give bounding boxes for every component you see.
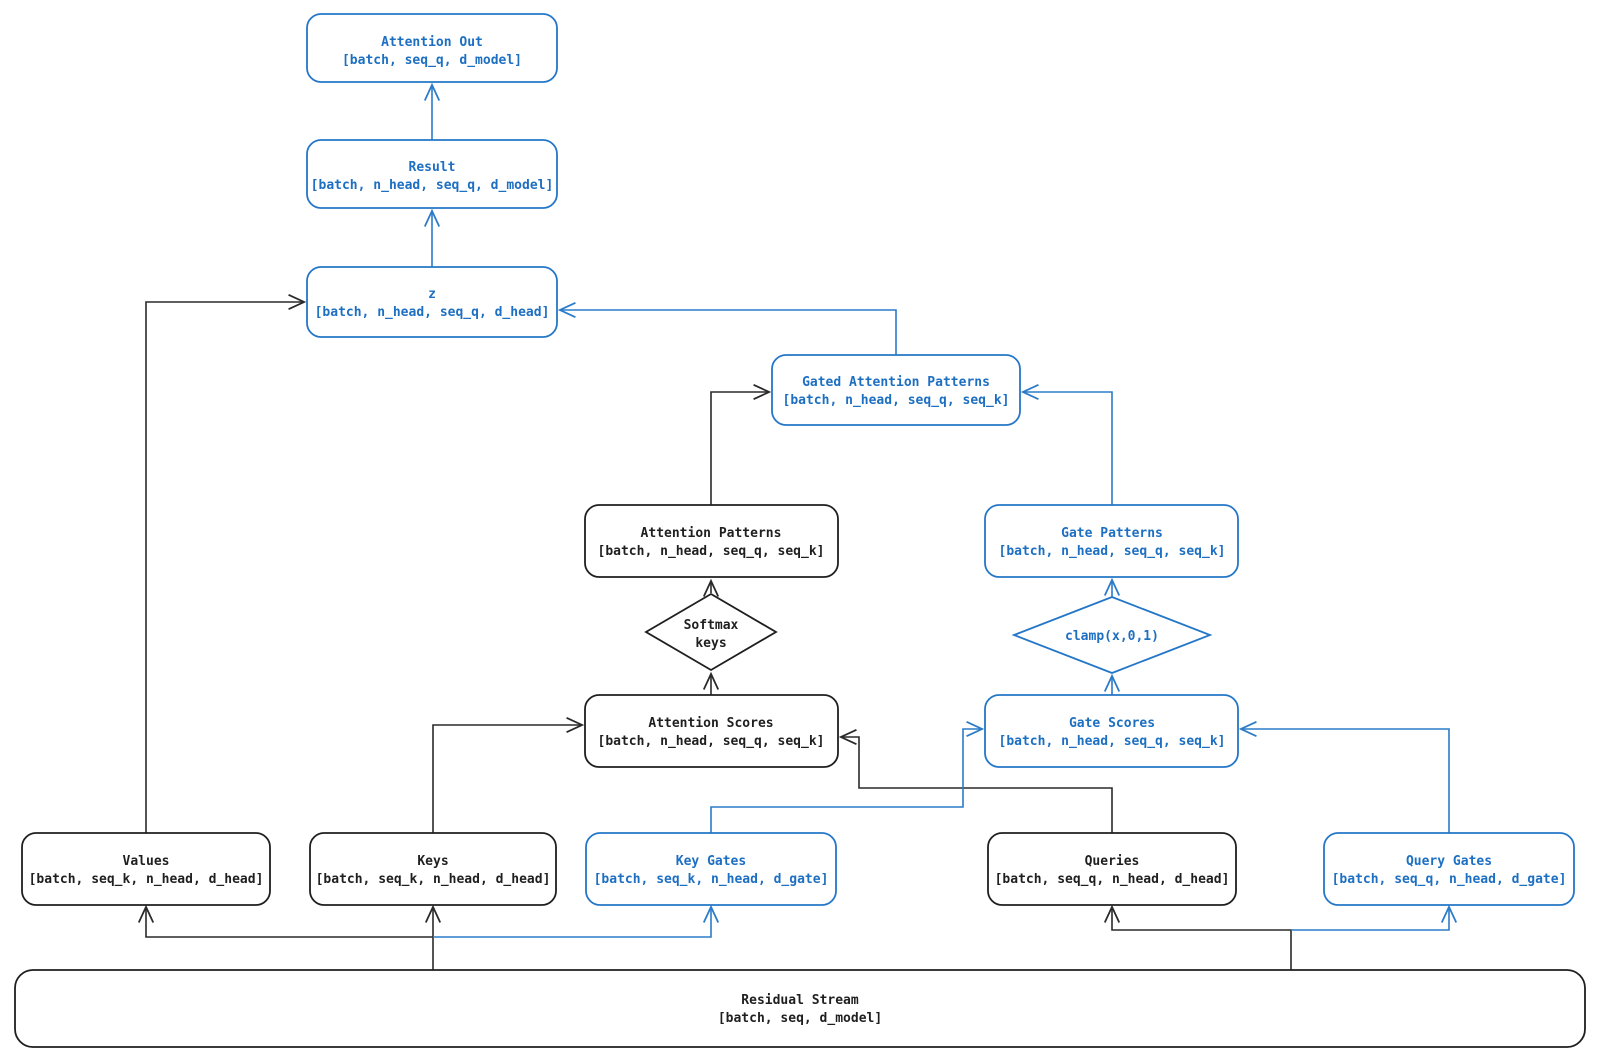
- node-values: Values [batch, seq_k, n_head, d_head]: [21, 832, 271, 906]
- node-query-gates: Query Gates [batch, seq_q, n_head, d_gat…: [1323, 832, 1575, 906]
- result-box: [306, 139, 558, 209]
- node-softmax-diamond: Softmax keys: [644, 592, 778, 672]
- query-gates-shape: [batch, seq_q, n_head, d_gate]: [1332, 872, 1567, 887]
- edge-keys-to-attention-scores: [432, 716, 585, 833]
- key-gates-title: Key Gates: [676, 854, 746, 869]
- gated-attention-patterns-box: [771, 354, 1021, 426]
- keys-title: Keys: [417, 854, 448, 869]
- residual-stream-shape: [batch, seq, d_model]: [718, 1011, 882, 1026]
- attention-scores-title: Attention Scores: [648, 716, 773, 731]
- node-attention-out: Attention Out [batch, seq_q, d_model]: [306, 13, 558, 83]
- node-keys: Keys [batch, seq_k, n_head, d_head]: [309, 832, 557, 906]
- key-gates-shape: [batch, seq_k, n_head, d_gate]: [594, 872, 829, 887]
- softmax-subtitle: keys: [695, 636, 726, 651]
- z-box: [306, 266, 558, 338]
- edge-queries-to-attention-scores: [838, 728, 1113, 833]
- node-gate-scores: Gate Scores [batch, n_head, seq_q, seq_k…: [984, 694, 1239, 768]
- edge-key-gates-to-gate-scores: [710, 720, 985, 833]
- gate-scores-shape: [batch, n_head, seq_q, seq_k]: [999, 734, 1226, 749]
- attention-out-title: Attention Out: [381, 35, 483, 50]
- edge-values-to-z: [145, 293, 307, 833]
- attention-out-box: [306, 13, 558, 83]
- residual-stream-box: [14, 969, 1586, 1048]
- gate-patterns-box: [984, 504, 1239, 578]
- attention-patterns-shape: [batch, n_head, seq_q, seq_k]: [598, 544, 825, 559]
- nodes: Attention Out [batch, seq_q, d_model] Re…: [14, 13, 1586, 1048]
- gate-scores-title: Gate Scores: [1069, 716, 1155, 731]
- edge-residual-to-query-gates: [1291, 904, 1458, 931]
- result-title: Result: [409, 160, 456, 175]
- attention-out-shape: [batch, seq_q, d_model]: [342, 53, 522, 68]
- node-result: Result [batch, n_head, seq_q, d_model]: [306, 139, 558, 209]
- edge-query-gates-to-gate-scores: [1238, 720, 1450, 833]
- gated-attention-patterns-title: Gated Attention Patterns: [802, 375, 990, 390]
- edge-residual-to-values: [137, 904, 433, 938]
- z-shape: [batch, n_head, seq_q, d_head]: [315, 305, 550, 320]
- query-gates-title: Query Gates: [1406, 854, 1492, 869]
- node-z: z [batch, n_head, seq_q, d_head]: [306, 266, 558, 338]
- gated-attention-patterns-shape: [batch, n_head, seq_q, seq_k]: [783, 393, 1010, 408]
- gate-patterns-title: Gate Patterns: [1061, 526, 1163, 541]
- clamp-diamond: [1011, 596, 1213, 674]
- residual-stream-title: Residual Stream: [741, 993, 859, 1008]
- values-shape: [batch, seq_k, n_head, d_head]: [29, 872, 264, 887]
- edges: [137, 82, 1458, 970]
- values-title: Values: [123, 854, 170, 869]
- clamp-title: clamp(x,0,1): [1065, 629, 1159, 644]
- key-gates-box: [585, 832, 837, 906]
- node-residual-stream: Residual Stream [batch, seq, d_model]: [14, 969, 1586, 1048]
- keys-shape: [batch, seq_k, n_head, d_head]: [316, 872, 551, 887]
- node-attention-patterns: Attention Patterns [batch, n_head, seq_q…: [584, 504, 839, 578]
- gate-scores-box: [984, 694, 1239, 768]
- attention-patterns-title: Attention Patterns: [641, 526, 782, 541]
- softmax-diamond: [644, 592, 778, 672]
- node-clamp-diamond: clamp(x,0,1): [1011, 596, 1213, 674]
- keys-box: [309, 832, 557, 906]
- node-key-gates: Key Gates [batch, seq_k, n_head, d_gate]: [585, 832, 837, 906]
- edge-attention-patterns-to-gated: [710, 383, 772, 505]
- node-queries: Queries [batch, seq_q, n_head, d_head]: [987, 832, 1237, 906]
- attention-scores-box: [584, 694, 839, 768]
- query-gates-box: [1323, 832, 1575, 906]
- queries-title: Queries: [1085, 854, 1140, 869]
- result-shape: [batch, n_head, seq_q, d_model]: [311, 178, 554, 193]
- softmax-title: Softmax: [684, 618, 739, 633]
- node-gate-patterns: Gate Patterns [batch, n_head, seq_q, seq…: [984, 504, 1239, 578]
- gate-patterns-shape: [batch, n_head, seq_q, seq_k]: [999, 544, 1226, 559]
- attention-patterns-box: [584, 504, 839, 578]
- edge-gated-to-z: [557, 301, 897, 355]
- z-title: z: [428, 287, 436, 302]
- edge-residual-to-queries: [1103, 904, 1292, 970]
- node-gated-attention-patterns: Gated Attention Patterns [batch, n_head,…: [771, 354, 1021, 426]
- attention-scores-shape: [batch, n_head, seq_q, seq_k]: [598, 734, 825, 749]
- queries-shape: [batch, seq_q, n_head, d_head]: [995, 872, 1230, 887]
- edge-gate-patterns-to-gated: [1020, 383, 1113, 505]
- queries-box: [987, 832, 1237, 906]
- edge-residual-to-key-gates: [433, 904, 720, 938]
- values-box: [21, 832, 271, 906]
- node-attention-scores: Attention Scores [batch, n_head, seq_q, …: [584, 694, 839, 768]
